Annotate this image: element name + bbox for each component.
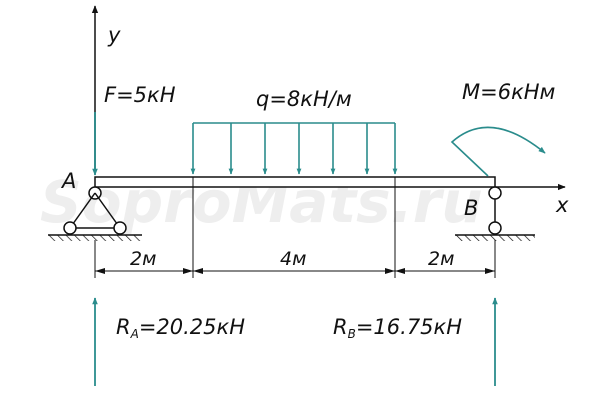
distributed-load-label: q=8кН/м bbox=[256, 87, 352, 111]
y-axis-label: y bbox=[107, 23, 121, 47]
dimension-label-3: 2м bbox=[428, 248, 454, 270]
distributed-load bbox=[190, 122, 398, 175]
reaction-a-value: =20.25кН bbox=[139, 315, 245, 339]
support-a bbox=[48, 186, 142, 241]
reaction-a-symbol: R bbox=[116, 315, 131, 339]
moment-m-label: M=6кНм bbox=[462, 80, 556, 104]
reaction-b-value: =16.75кН bbox=[356, 315, 462, 339]
support-a-label: A bbox=[60, 169, 76, 193]
moment-m-arrow bbox=[450, 126, 546, 177]
support-b bbox=[455, 186, 535, 241]
reaction-a-subscript: A bbox=[130, 327, 139, 341]
x-axis-label: x bbox=[555, 193, 569, 217]
dimension-lines bbox=[94, 187, 496, 278]
support-b-label: B bbox=[464, 196, 478, 220]
reaction-b-label: RB=16.75кН bbox=[333, 315, 462, 341]
reaction-a-label: RA=20.25кН bbox=[116, 315, 245, 341]
force-f-label: F=5кН bbox=[104, 83, 176, 107]
dimension-label-1: 2м bbox=[130, 248, 156, 270]
dimension-label-2: 4м bbox=[280, 248, 306, 270]
beam bbox=[94, 176, 496, 188]
reaction-b-subscript: B bbox=[348, 327, 356, 341]
reaction-b-symbol: R bbox=[333, 315, 348, 339]
